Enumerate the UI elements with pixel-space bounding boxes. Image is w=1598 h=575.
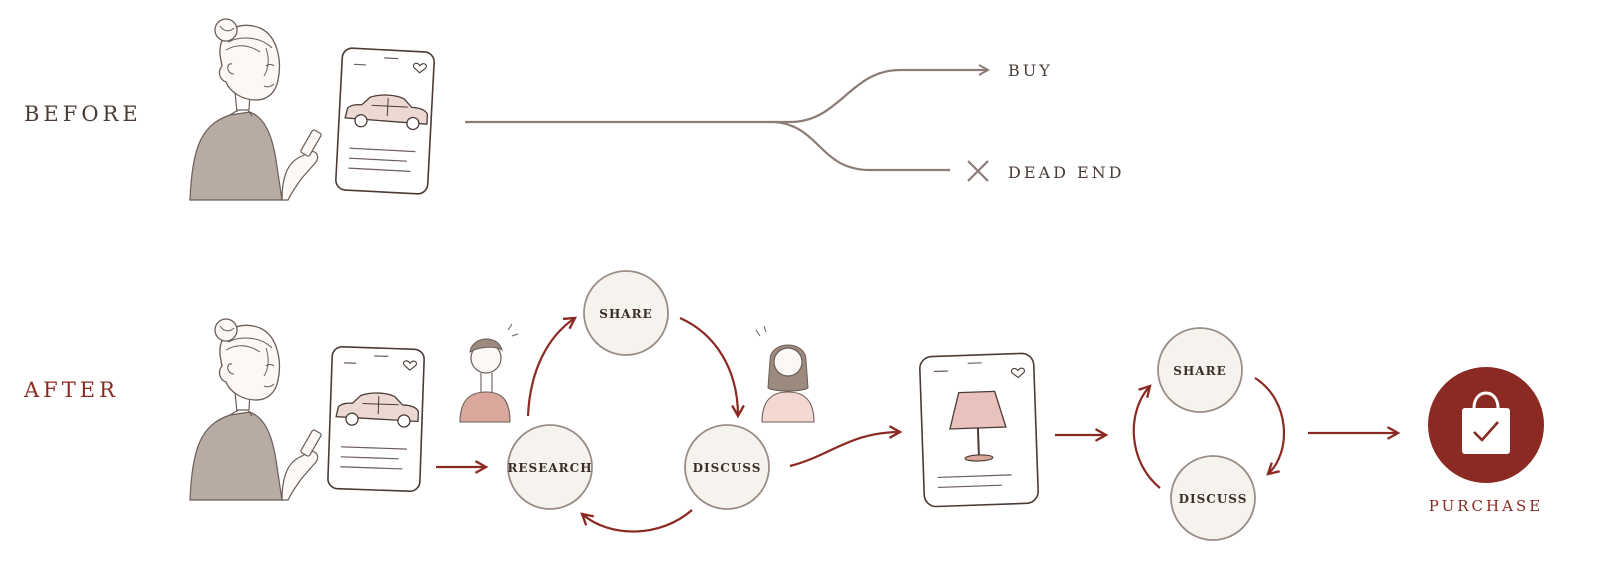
- woman-avatar: [755, 325, 815, 423]
- node-share-1-label: SHARE: [599, 307, 652, 321]
- node-research: RESEARCH: [507, 424, 593, 510]
- node-discuss-1: DISCUSS: [684, 424, 770, 510]
- node-discuss-1-label: DISCUSS: [693, 461, 762, 475]
- arrow-discuss2-to-share2: [1132, 386, 1161, 489]
- man-avatar: [459, 323, 519, 423]
- car-listing-card-before: [334, 46, 436, 196]
- node-discuss-2-label: DISCUSS: [1179, 492, 1248, 506]
- woman-phone-illustration-after: [189, 318, 323, 501]
- outcome-buy: BUY: [1008, 61, 1053, 80]
- node-share-2-label: SHARE: [1173, 364, 1226, 378]
- dead-end-path: [774, 120, 950, 172]
- node-share-1: SHARE: [583, 270, 669, 356]
- arrow-discuss-to-research: [582, 509, 693, 533]
- node-share-2: SHARE: [1157, 327, 1243, 413]
- purchase-label: PURCHASE: [1429, 497, 1543, 515]
- arrow-research-to-share: [526, 318, 575, 417]
- shopping-bag-check-icon: [1428, 367, 1544, 483]
- heart-icon: [1010, 367, 1025, 379]
- after-label: AFTER: [24, 378, 119, 402]
- node-discuss-2: DISCUSS: [1170, 455, 1256, 541]
- outcome-dead-end: DEAD END: [1008, 163, 1124, 182]
- arrow-share2-to-discuss2: [1254, 377, 1286, 474]
- arrow-to-lamp-card: [789, 432, 900, 468]
- buy-path: [465, 70, 988, 124]
- x-mark-icon: [967, 160, 989, 182]
- car-listing-card-after: [326, 345, 426, 493]
- lamp-listing-card: [919, 352, 1039, 508]
- before-label: BEFORE: [24, 102, 142, 126]
- arrow-share-to-discuss: [679, 316, 738, 416]
- node-research-label: RESEARCH: [507, 461, 592, 475]
- woman-phone-illustration-before: [189, 18, 323, 201]
